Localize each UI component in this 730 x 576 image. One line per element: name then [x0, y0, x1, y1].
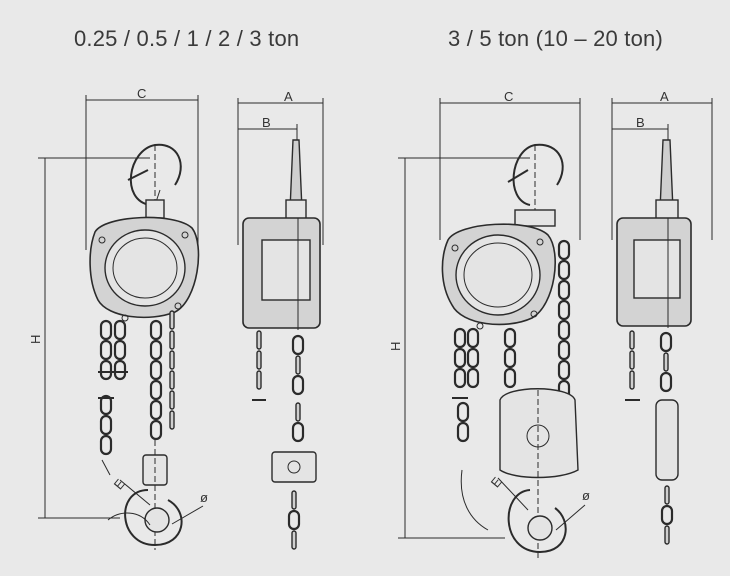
- dim-c-label-right: C: [504, 89, 513, 104]
- right-hoist-capacity-heading: 3 / 5 ton (10 – 20 ton): [448, 26, 663, 51]
- right-bottom-block: [499, 388, 579, 479]
- dim-e-label-left: E: [111, 476, 128, 493]
- left-hoist-side-view: A B: [237, 89, 324, 550]
- dim-b-label-left: B: [262, 115, 271, 130]
- dim-e-label-right: E: [488, 474, 505, 491]
- dim-phi-label-left: ø: [200, 490, 208, 505]
- dim-h-label-right: H: [388, 342, 403, 351]
- dim-h-label-left: H: [28, 335, 43, 344]
- dim-b-label-right: B: [636, 115, 645, 130]
- right-hoist-side-view: A B: [611, 89, 713, 545]
- right-hoist-front-view: C H E ø: [388, 89, 590, 560]
- left-hoist-capacity-heading: 0.25 / 0.5 / 1 / 2 / 3 ton: [74, 26, 300, 51]
- left-bottom-hook: [124, 489, 183, 547]
- left-hoist-front-view: C H: [28, 86, 208, 550]
- dim-a-label-left: A: [284, 89, 293, 104]
- dim-a-label-right: A: [660, 89, 669, 104]
- dim-c-label-left: C: [137, 86, 146, 101]
- right-bottom-hook: [507, 489, 567, 554]
- dim-phi-label-right: ø: [582, 488, 590, 503]
